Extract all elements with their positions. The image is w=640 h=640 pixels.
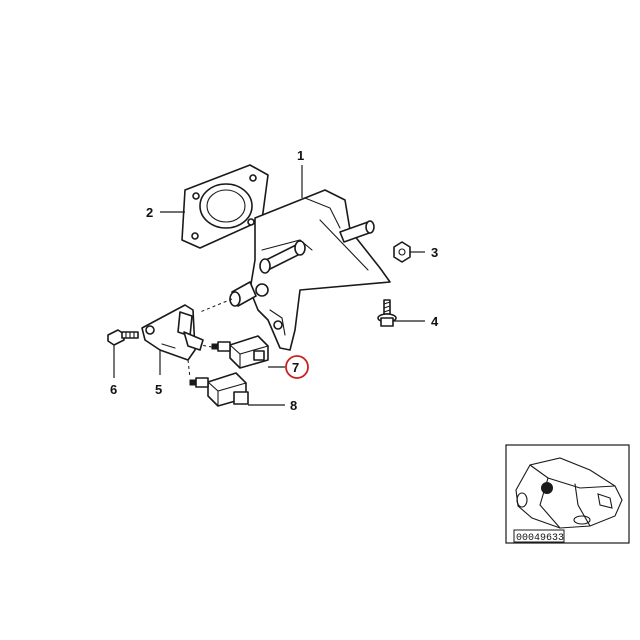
callout-5: 5: [155, 382, 162, 397]
location-marker-icon: [541, 482, 553, 494]
part-1-bracket: [229, 189, 391, 351]
car-outline-icon: [515, 457, 623, 529]
part-8-switch: [189, 372, 249, 407]
callout-7-highlight-circle: [285, 355, 309, 379]
callout-7: 7: [292, 360, 299, 375]
callout-6: 6: [110, 382, 117, 397]
part-5-switch-holder: [141, 304, 204, 361]
part-4-screw: [377, 299, 397, 327]
assembly-lines: [187, 298, 233, 379]
part-6-screw: [107, 329, 139, 346]
callout-8: 8: [290, 398, 297, 413]
callout-2: 2: [146, 205, 153, 220]
callout-1: 1: [297, 148, 304, 163]
part-3-nut: [393, 241, 411, 263]
part-2-gasket: [181, 164, 269, 249]
diagram-code: 00049633: [516, 533, 564, 544]
callout-3: 3: [431, 245, 438, 260]
inset-car-location: 00049633: [505, 444, 630, 544]
diagram-code-box: [513, 529, 565, 543]
leader-lines: [113, 165, 425, 406]
callout-4: 4: [431, 314, 439, 329]
part-7-switch: [211, 335, 269, 369]
callout-labels: 1 2 3 4 5 6 7 8: [110, 148, 439, 413]
